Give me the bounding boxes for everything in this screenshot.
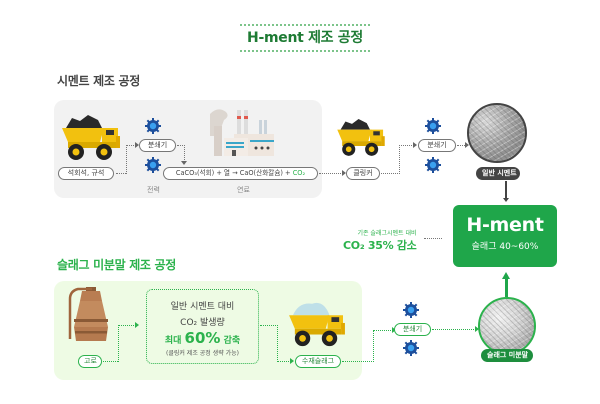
arrow-icon	[342, 170, 346, 176]
co2-reduction-note: 기존 슬래그시멘트 대비 CO₂ 35% 감소	[343, 228, 417, 253]
slag-powder-icon	[478, 297, 536, 355]
connector-line	[424, 238, 442, 239]
connector-line	[103, 361, 118, 362]
info-line2: CO₂ 발생량	[180, 318, 225, 328]
water-granulated-slag-label: 수재슬래그	[295, 355, 341, 368]
arrow-icon	[181, 161, 187, 165]
grinder-label-2: 분쇄기	[418, 139, 456, 152]
connector-line	[457, 145, 467, 146]
arrow-up-icon	[502, 272, 510, 279]
fuel-caption: 연료	[237, 186, 250, 194]
factory-icon	[210, 109, 274, 156]
connector-line	[319, 173, 343, 174]
info-line4: (클링커 제조 공정 생략 가능)	[165, 350, 240, 357]
connector-line	[126, 145, 127, 174]
grinder-label: 분쇄기	[139, 139, 176, 152]
raw-material-label: 석회석, 규석	[58, 167, 114, 180]
furnace-label: 고로	[78, 355, 102, 368]
hment-subtitle: 슬래그 40~60%	[471, 242, 539, 252]
hment-product-box: H-ment 슬래그 40~60%	[453, 205, 557, 267]
connector-line	[432, 329, 476, 330]
connector-line	[373, 330, 393, 331]
co2-note-big: CO₂ 35% 감소	[343, 239, 417, 252]
gear-icon	[403, 340, 419, 356]
connector-line	[118, 325, 119, 362]
arrow-icon	[413, 142, 417, 148]
reaction-text: CaCO₃(석회) + 열 → CaO(산화칼슘) +	[175, 169, 293, 177]
gear-icon	[425, 157, 441, 173]
blast-furnace-icon	[68, 287, 108, 341]
dump-truck-icon	[62, 115, 120, 160]
connector-line	[399, 145, 414, 146]
gear-icon	[145, 157, 161, 173]
slag-process-title: 슬래그 미분말 제조 공정	[57, 258, 177, 272]
clinker-label: 클링커	[346, 167, 380, 180]
connector-line	[505, 279, 508, 297]
connector-line	[126, 145, 136, 146]
co2-text: CO₂	[292, 169, 306, 177]
info-line3-suffix: 감축	[220, 336, 241, 346]
connector-line	[116, 173, 126, 174]
connector-line	[373, 330, 374, 362]
arrow-icon	[290, 358, 294, 364]
info-line3: 최대 60% 감축	[147, 329, 258, 347]
connector-line	[381, 173, 400, 174]
connector-line	[184, 145, 185, 162]
connector-line	[277, 361, 291, 362]
diagram-title-frame: H-ment 제조 공정	[240, 24, 370, 52]
co2-note-small: 기존 슬래그시멘트 대비	[357, 230, 417, 237]
info-line1: 일반 시멘트 대비	[170, 302, 235, 312]
connector-line	[277, 325, 278, 362]
co2-reduction-info-box: 일반 시멘트 대비 CO₂ 발생량 최대 60% 감축 (클링커 제조 공정 생…	[146, 289, 259, 364]
connector-line	[342, 361, 374, 362]
diagram-title: H-ment 제조 공정	[247, 30, 363, 46]
hment-title: H-ment	[466, 214, 544, 236]
gear-icon	[425, 118, 441, 134]
info-line3-prefix: 최대	[164, 336, 185, 346]
slag-grinder-label: 분쇄기	[394, 323, 431, 336]
arrow-icon	[503, 198, 509, 202]
dump-truck-icon	[289, 302, 345, 347]
arrow-icon	[465, 142, 469, 148]
general-cement-label: 일반 시멘트	[476, 167, 520, 180]
connector-line	[118, 325, 136, 326]
arrow-icon	[135, 142, 139, 148]
gear-icon	[145, 118, 161, 134]
info-line3-percent: 60%	[184, 329, 221, 347]
connector-line	[260, 325, 278, 326]
arrow-icon	[475, 326, 479, 332]
arrow-icon	[135, 322, 139, 328]
cement-process-title: 시멘트 제조 공정	[57, 74, 140, 88]
power-caption: 전력	[147, 186, 160, 194]
gear-icon	[403, 302, 419, 318]
cement-powder-icon	[467, 103, 527, 163]
slag-powder-label: 슬래그 미분말	[481, 349, 533, 362]
chemical-reaction-label: CaCO₃(석회) + 열 → CaO(산화칼슘) + CO₂	[163, 167, 318, 180]
connector-line	[505, 181, 507, 199]
connector-line	[399, 145, 400, 174]
connector-line	[177, 145, 185, 146]
dump-truck-icon	[337, 119, 385, 156]
